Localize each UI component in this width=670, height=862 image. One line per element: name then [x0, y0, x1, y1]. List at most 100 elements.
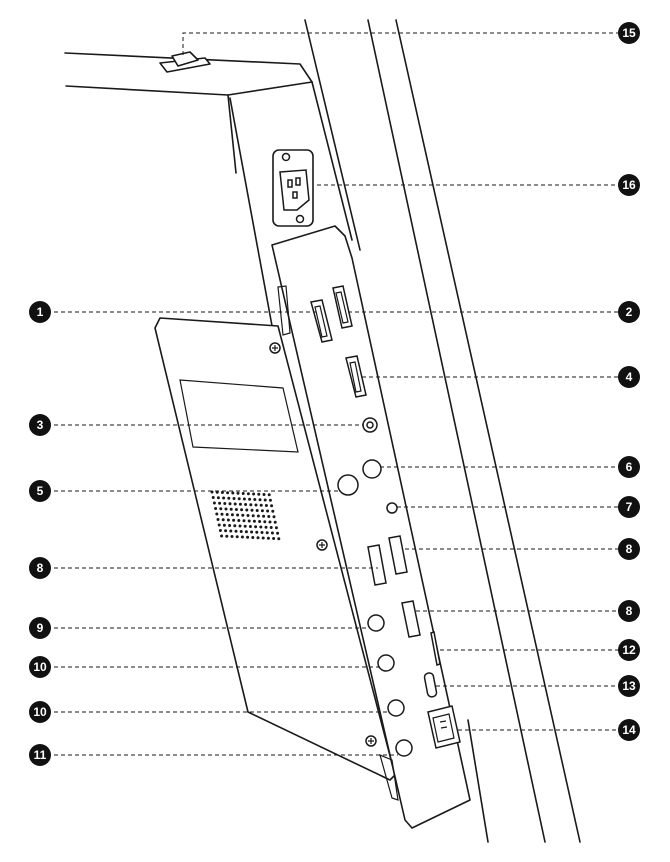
- vent-hole: [215, 512, 219, 516]
- connector-panel: [271, 225, 471, 829]
- callout-14: 14: [618, 719, 640, 741]
- vent-hole: [274, 526, 278, 530]
- callout-5-label: 5: [37, 484, 44, 498]
- vent-hole: [233, 502, 237, 506]
- callout-1-label: 1: [37, 305, 44, 319]
- callout-8-upper-label: 8: [626, 542, 633, 556]
- audio-jack-3: [362, 417, 378, 433]
- vent-hole: [243, 524, 247, 528]
- vent-hole: [246, 535, 250, 539]
- power-switch-icon: [159, 51, 211, 73]
- vent-hole: [258, 520, 262, 523]
- vent-hole: [220, 491, 224, 494]
- vent-hole: [270, 504, 274, 508]
- vent-hole: [252, 492, 256, 496]
- callout-2: 2: [618, 301, 640, 323]
- vent-hole: [226, 518, 230, 522]
- vent-hole: [261, 536, 265, 540]
- vent-hole: [251, 514, 255, 518]
- usb-ports-8a: [367, 535, 408, 586]
- vent-hole: [222, 523, 226, 527]
- vent-hole: [221, 518, 225, 522]
- vent-hole: [255, 530, 259, 534]
- vent-hole: [247, 519, 251, 523]
- callout-7-label: 7: [626, 500, 633, 514]
- vent-hole: [237, 519, 241, 522]
- vent-hole: [229, 529, 233, 533]
- vent-hole: [237, 497, 241, 501]
- vent-hole: [277, 537, 281, 541]
- vent-hole: [260, 509, 264, 513]
- vent-hole: [212, 501, 216, 505]
- callout-10-lower-label: 10: [33, 705, 47, 719]
- vent-hole: [266, 536, 270, 540]
- callout-14-label: 14: [622, 723, 636, 737]
- callout-7: 7: [618, 496, 640, 518]
- vent-hole: [266, 509, 270, 513]
- vent-hole: [246, 514, 250, 517]
- hdmi-port-4: [345, 355, 367, 398]
- vent-hole: [232, 518, 236, 522]
- vent-hole: [244, 530, 248, 534]
- callout-8-left: 8: [29, 557, 51, 579]
- vent-hole: [270, 531, 274, 535]
- vent-hole: [272, 537, 276, 540]
- vent-hole: [269, 526, 273, 529]
- callout-4: 4: [618, 366, 640, 388]
- vent-hole: [222, 496, 226, 500]
- hdmi-port-2: [332, 285, 353, 329]
- vent-hole: [248, 525, 252, 528]
- port-9: [367, 614, 385, 632]
- vent-hole: [238, 502, 242, 506]
- vent-hole: [273, 520, 277, 524]
- vent-hole: [223, 502, 227, 505]
- vent-hole: [224, 507, 228, 511]
- vent-hole: [225, 534, 229, 538]
- vent-hole: [218, 529, 222, 532]
- callout-10-lower: 10: [29, 701, 51, 723]
- vent-hole: [241, 492, 245, 495]
- vent-hole: [250, 508, 254, 512]
- vent-hole: [263, 520, 267, 524]
- callout-16-label: 16: [622, 178, 636, 192]
- vent-hole: [230, 535, 234, 538]
- vent-hole: [258, 498, 262, 502]
- speaker-vent-grille: [210, 490, 281, 541]
- display-side-edges: [229, 19, 581, 843]
- callout-3: 3: [29, 414, 51, 436]
- vent-hole: [271, 509, 275, 513]
- port-6: [362, 459, 382, 479]
- vent-hole: [259, 525, 263, 529]
- callout-9: 9: [29, 617, 51, 639]
- usb-port-8b: [401, 600, 421, 638]
- vent-hole: [263, 498, 267, 502]
- vent-hole: [228, 502, 232, 506]
- vent-hole: [240, 535, 244, 539]
- vent-hole: [241, 513, 245, 517]
- vent-hole: [239, 530, 243, 533]
- vent-hole: [256, 536, 260, 540]
- callout-5: 5: [29, 480, 51, 502]
- usb-c-port-13: [423, 672, 438, 698]
- vent-hole: [256, 514, 260, 518]
- vent-hole: [234, 529, 238, 533]
- vent-hole: [262, 514, 266, 518]
- port-11: [395, 739, 413, 757]
- vent-hole: [228, 524, 232, 527]
- vent-hole: [218, 501, 222, 505]
- vent-hole: [255, 509, 259, 512]
- ports: [310, 285, 461, 757]
- vent-hole: [246, 492, 250, 496]
- vent-hole: [216, 518, 220, 521]
- callout-8-lower-label: 8: [626, 604, 633, 618]
- vent-hole: [234, 508, 238, 511]
- hdmi-port-1: [310, 299, 333, 343]
- vent-hole: [216, 496, 220, 500]
- vent-hole: [264, 504, 268, 507]
- vent-hole: [259, 503, 263, 507]
- callout-1: 1: [29, 301, 51, 323]
- vent-hole: [225, 513, 229, 516]
- vent-hole: [257, 492, 261, 496]
- callout-11: 11: [29, 744, 51, 766]
